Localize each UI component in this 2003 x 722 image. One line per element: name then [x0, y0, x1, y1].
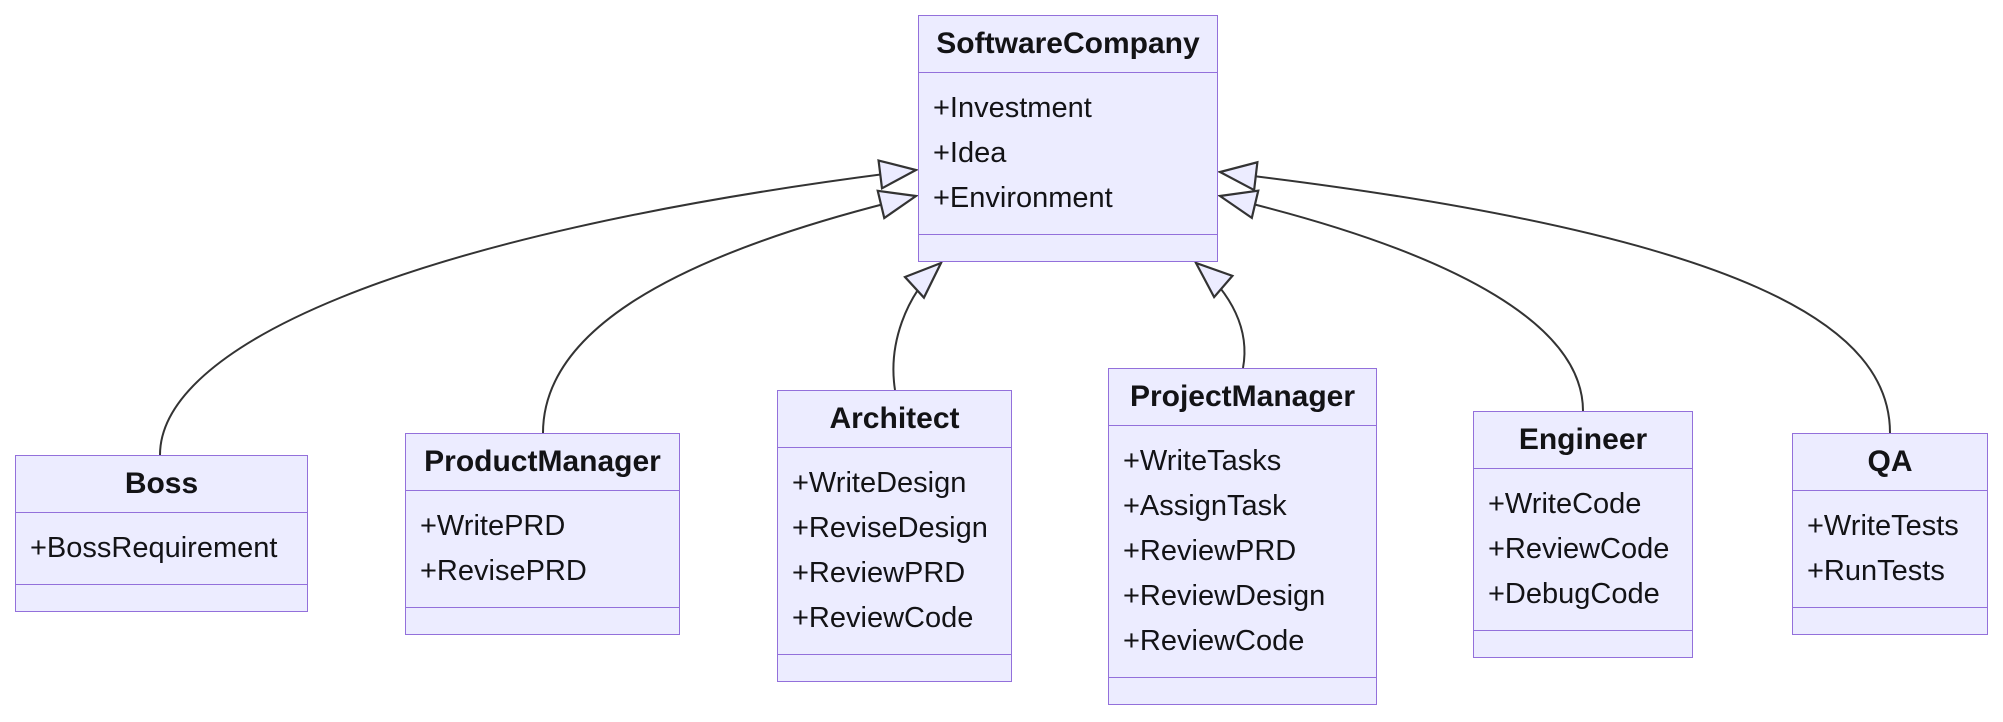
class-attributes: +WriteCode +ReviewCode +DebugCode — [1474, 469, 1692, 631]
class-attribute: +WriteCode — [1488, 488, 1642, 520]
class-attribute: +DebugCode — [1488, 578, 1660, 610]
class-methods-empty — [1793, 608, 1987, 634]
class-attribute: +ReviseDesign — [792, 512, 988, 544]
class-attributes: +WriteTests +RunTests — [1793, 491, 1987, 608]
class-methods-empty — [406, 608, 679, 634]
class-title: QA — [1793, 434, 1987, 491]
class-node-softwarecompany: SoftwareCompany +Investment +Idea +Envir… — [918, 15, 1218, 262]
class-attributes: +WritePRD +RevisePRD — [406, 491, 679, 608]
edge-architect-extends-softwarecompany — [892, 263, 941, 391]
class-methods-empty — [16, 585, 307, 611]
class-title: ProductManager — [406, 434, 679, 491]
class-title: Architect — [778, 391, 1011, 448]
class-title: SoftwareCompany — [919, 16, 1217, 73]
class-node-architect: Architect +WriteDesign +ReviseDesign +Re… — [777, 390, 1012, 682]
class-attribute: +WriteTests — [1807, 510, 1959, 542]
class-attribute: +ReviewCode — [1488, 533, 1670, 565]
class-attributes: +Investment +Idea +Environment — [919, 73, 1217, 235]
class-attributes: +WriteTasks +AssignTask +ReviewPRD +Revi… — [1109, 426, 1376, 678]
class-node-projectmanager: ProjectManager +WriteTasks +AssignTask +… — [1108, 368, 1377, 705]
class-attribute: +Investment — [933, 92, 1092, 124]
class-attribute: +WritePRD — [420, 510, 566, 542]
class-node-productmanager: ProductManager +WritePRD +RevisePRD — [405, 433, 680, 635]
class-attribute: +Idea — [933, 137, 1007, 169]
class-title: Engineer — [1474, 412, 1692, 469]
class-attribute: +WriteDesign — [792, 467, 967, 499]
class-node-engineer: Engineer +WriteCode +ReviewCode +DebugCo… — [1473, 411, 1693, 658]
class-title: ProjectManager — [1109, 369, 1376, 426]
class-node-boss: Boss +BossRequirement — [15, 455, 308, 612]
class-node-qa: QA +WriteTests +RunTests — [1792, 433, 1988, 635]
class-methods-empty — [1109, 678, 1376, 704]
class-attribute: +ReviewDesign — [1123, 580, 1326, 612]
class-title: Boss — [16, 456, 307, 513]
class-methods-empty — [1474, 631, 1692, 657]
class-attribute: +ReviewCode — [792, 602, 974, 634]
class-attribute: +RevisePRD — [420, 555, 587, 587]
class-attributes: +WriteDesign +ReviseDesign +ReviewPRD +R… — [778, 448, 1011, 655]
class-attribute: +BossRequirement — [30, 532, 278, 564]
class-methods-empty — [778, 655, 1011, 681]
class-methods-empty — [919, 235, 1217, 261]
class-attribute: +ReviewPRD — [792, 557, 966, 589]
class-attributes: +BossRequirement — [16, 513, 307, 585]
class-attribute: +WriteTasks — [1123, 445, 1282, 477]
class-attribute: +ReviewCode — [1123, 625, 1305, 657]
class-attribute: +AssignTask — [1123, 490, 1287, 522]
class-attribute: +Environment — [933, 182, 1113, 214]
class-attribute: +ReviewPRD — [1123, 535, 1297, 567]
edge-projectmanager-extends-softwarecompany — [1196, 263, 1246, 369]
class-attribute: +RunTests — [1807, 555, 1945, 587]
